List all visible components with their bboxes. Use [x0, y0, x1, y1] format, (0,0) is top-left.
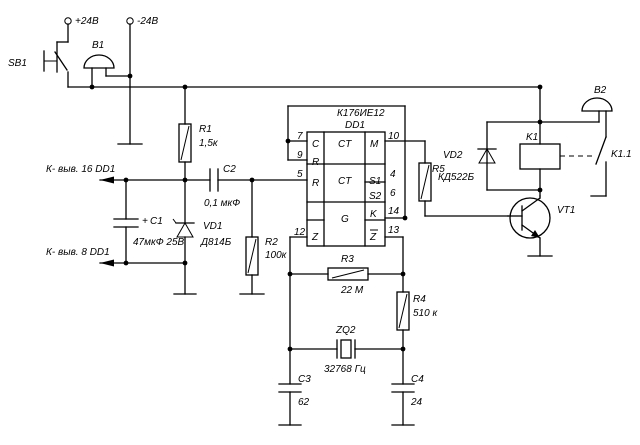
c2-value: 0,1 мкФ: [204, 198, 240, 209]
c1-ref: C1: [150, 216, 163, 227]
resistor-r3: R3 22 М: [287, 254, 406, 296]
r4-ref: R4: [413, 294, 426, 305]
pin-10: 10: [388, 131, 400, 142]
r3-ref: R3: [341, 254, 354, 265]
resistor-r1: R1 1,5к: [178, 86, 219, 181]
power-plus-label: +24В: [75, 16, 99, 27]
zener-vd1: VD1 Д814Б: [172, 179, 232, 295]
output-8-label: К- выв. 8 DD1: [46, 247, 110, 258]
c1-plus: +: [142, 216, 148, 227]
r5-ref: R5: [432, 164, 445, 175]
switch-sb1: SB1: [8, 41, 69, 88]
r3-value: 22 М: [340, 285, 364, 296]
k11-label: K1.1: [611, 149, 632, 160]
capacitor-c1: + C1 47мкФ 25В: [113, 179, 185, 264]
zq2-ref: ZQ2: [335, 325, 356, 336]
arrow-out-8: [100, 259, 114, 267]
buzzer-b2: B2: [581, 85, 613, 138]
power-minus-label: -24В: [137, 16, 158, 27]
pin-4: 4: [390, 169, 396, 180]
pin-label-c: C: [312, 139, 320, 150]
vd2-value: КД522Б: [438, 172, 475, 183]
k1-ref: K1: [526, 132, 538, 143]
resistor-r4: R4 510 к: [396, 291, 438, 385]
resistor-r2: R2 100к: [239, 179, 288, 295]
diode-vd2: VD2 КД522Б: [438, 147, 497, 183]
chip-dd1: К176ИЕ12 DD1 C R R Z CT CT G M S1 S2 K Z…: [294, 108, 400, 247]
chip-type: К176ИЕ12: [337, 108, 385, 119]
c3-ref: C3: [298, 374, 311, 385]
relay-contact-k11: K1.1: [590, 136, 632, 197]
block-g: G: [341, 214, 349, 225]
capacitor-c4: C4 24: [391, 374, 424, 426]
pin-12: 12: [294, 227, 306, 238]
sb1-label: SB1: [8, 58, 27, 69]
pin-label-z: Z: [311, 232, 319, 243]
output-16-label: К- выв. 16 DD1: [46, 164, 115, 175]
pin-label-r-top: R: [312, 157, 319, 168]
pin-label-s1: S1: [369, 176, 381, 187]
arrow-out-16: [100, 176, 114, 184]
block-ct2: CT: [338, 176, 352, 187]
pin-label-zbar: Z: [369, 232, 377, 243]
power-terminal-minus: -24В: [126, 16, 158, 145]
transistor-vt1: VT1: [507, 195, 575, 257]
pin-label-r-mid: R: [312, 178, 319, 189]
c4-ref: C4: [411, 374, 424, 385]
c1-value: 47мкФ 25В: [133, 237, 185, 248]
power-terminal-plus: +24В: [64, 16, 99, 43]
chip-ref: DD1: [345, 120, 365, 131]
r1-value: 1,5к: [199, 138, 219, 149]
pin-label-m: M: [370, 139, 379, 150]
pin-7: 7: [297, 131, 303, 142]
block-ct1: CT: [338, 139, 352, 150]
crystal-zq2: ZQ2 32768 Гц: [287, 325, 406, 375]
vd1-value: Д814Б: [200, 237, 232, 248]
c2-ref: C2: [223, 164, 236, 175]
b1-label: B1: [92, 40, 104, 51]
capacitor-c2: C2 0,1 мкФ: [204, 164, 240, 209]
pin-13: 13: [388, 225, 400, 236]
pin-6: 6: [390, 188, 396, 199]
resistor-r5: R5: [384, 140, 509, 217]
c3-value: 62: [298, 397, 310, 408]
pin-label-s2: S2: [369, 191, 382, 202]
relay-coil-k1: K1: [519, 121, 561, 197]
pin-9: 9: [297, 150, 303, 161]
capacitor-c3: C3 62: [278, 374, 311, 426]
r2-ref: R2: [265, 237, 278, 248]
r2-value: 100к: [265, 250, 288, 261]
vt1-label: VT1: [557, 205, 575, 216]
pin-5: 5: [297, 169, 303, 180]
buzzer-b1: B1: [83, 40, 131, 88]
r1-ref: R1: [199, 124, 212, 135]
pin-label-k: K: [370, 209, 378, 220]
vd1-ref: VD1: [203, 221, 222, 232]
vd2-ref: VD2: [443, 150, 463, 161]
r4-value: 510 к: [413, 308, 438, 319]
pin-14: 14: [388, 206, 400, 217]
c4-value: 24: [410, 397, 423, 408]
zq2-value: 32768 Гц: [324, 364, 366, 375]
b2-label: B2: [594, 85, 607, 96]
